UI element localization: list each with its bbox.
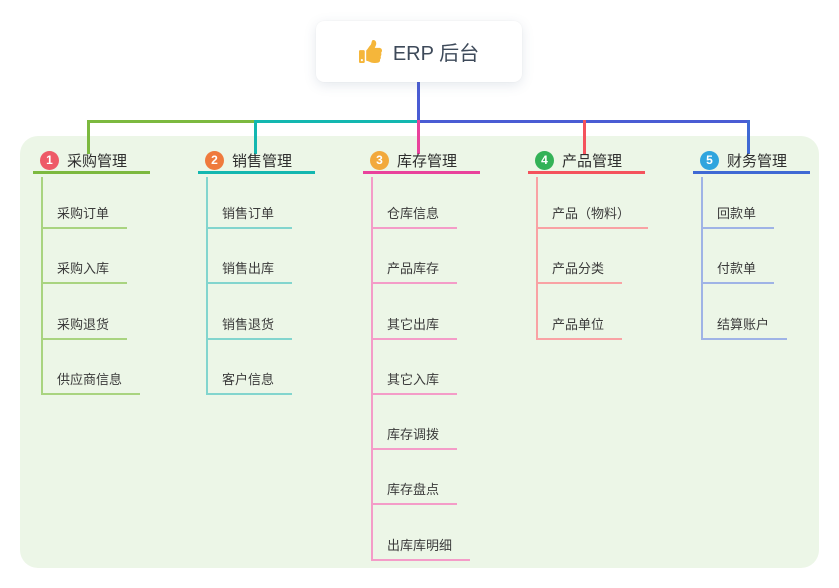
connector-drop-product	[583, 120, 586, 154]
child-node-receipt-doc[interactable]: 回款单	[701, 206, 775, 229]
child-node-purchase-inbound[interactable]: 采购入库	[41, 261, 128, 284]
connector-drop-finance	[747, 120, 750, 154]
branch-node-label: 库存管理	[397, 152, 458, 170]
branch-connector-line	[371, 177, 373, 561]
child-node-purchase-return[interactable]: 采购退货	[41, 317, 128, 340]
branch-number-badge: 1	[40, 150, 59, 170]
child-node-supplier-info[interactable]: 供应商信息	[41, 372, 141, 395]
child-node-product-material[interactable]: 产品（物料）	[536, 206, 649, 229]
child-node-sales-return[interactable]: 销售退货	[206, 317, 293, 340]
thumbs-up-icon	[358, 40, 382, 63]
branches-panel	[20, 136, 819, 568]
child-node-other-inbound[interactable]: 其它入库	[371, 372, 458, 395]
branch-node-product[interactable]: 4 产品管理	[528, 149, 645, 174]
branch-number-badge: 4	[535, 150, 554, 170]
branch-connector-line	[701, 177, 703, 340]
connector-segment-green	[87, 120, 254, 123]
child-node-settlement-account[interactable]: 结算账户	[701, 317, 788, 340]
branch-number-badge: 2	[205, 150, 224, 170]
branch-connector-line	[206, 177, 208, 395]
branch-node-sales[interactable]: 2 销售管理	[198, 149, 315, 174]
root-node-label: ERP 后台	[392, 43, 480, 65]
child-node-purchase-order[interactable]: 采购订单	[41, 206, 128, 229]
branch-node-label: 销售管理	[232, 152, 293, 170]
branch-node-inventory[interactable]: 3 库存管理	[363, 149, 480, 174]
child-node-customer-info[interactable]: 客户信息	[206, 372, 293, 395]
branch-connector-line	[41, 177, 43, 395]
child-node-sales-order[interactable]: 销售订单	[206, 206, 293, 229]
child-node-product-category[interactable]: 产品分类	[536, 261, 623, 284]
child-node-payment-doc[interactable]: 付款单	[701, 261, 775, 284]
child-node-outbound-detail[interactable]: 出库库明细	[371, 538, 471, 561]
branch-node-purchase[interactable]: 1 采购管理	[33, 149, 150, 174]
child-node-stock-transfer[interactable]: 库存调拨	[371, 427, 458, 450]
branch-node-label: 财务管理	[727, 152, 788, 170]
root-connector-line	[417, 81, 420, 121]
connector-segment-teal	[254, 120, 418, 123]
child-node-sales-outbound[interactable]: 销售出库	[206, 261, 293, 284]
connector-drop-sales	[254, 120, 257, 154]
child-node-stock-count[interactable]: 库存盘点	[371, 482, 458, 505]
child-node-other-outbound[interactable]: 其它出库	[371, 317, 458, 340]
branch-connector-line	[536, 177, 538, 340]
connector-drop-purchase	[87, 120, 90, 154]
branch-node-label: 采购管理	[67, 152, 128, 170]
child-node-warehouse-info[interactable]: 仓库信息	[371, 206, 458, 229]
connector-drop-inventory	[417, 120, 420, 154]
branch-node-finance[interactable]: 5 财务管理	[693, 149, 810, 174]
root-node-erp-backend[interactable]: ERP 后台	[316, 21, 522, 82]
child-node-product-stock[interactable]: 产品库存	[371, 261, 458, 284]
branch-number-badge: 3	[370, 150, 389, 170]
child-node-product-unit[interactable]: 产品单位	[536, 317, 623, 340]
branch-number-badge: 5	[700, 150, 719, 170]
branch-node-label: 产品管理	[562, 152, 623, 170]
